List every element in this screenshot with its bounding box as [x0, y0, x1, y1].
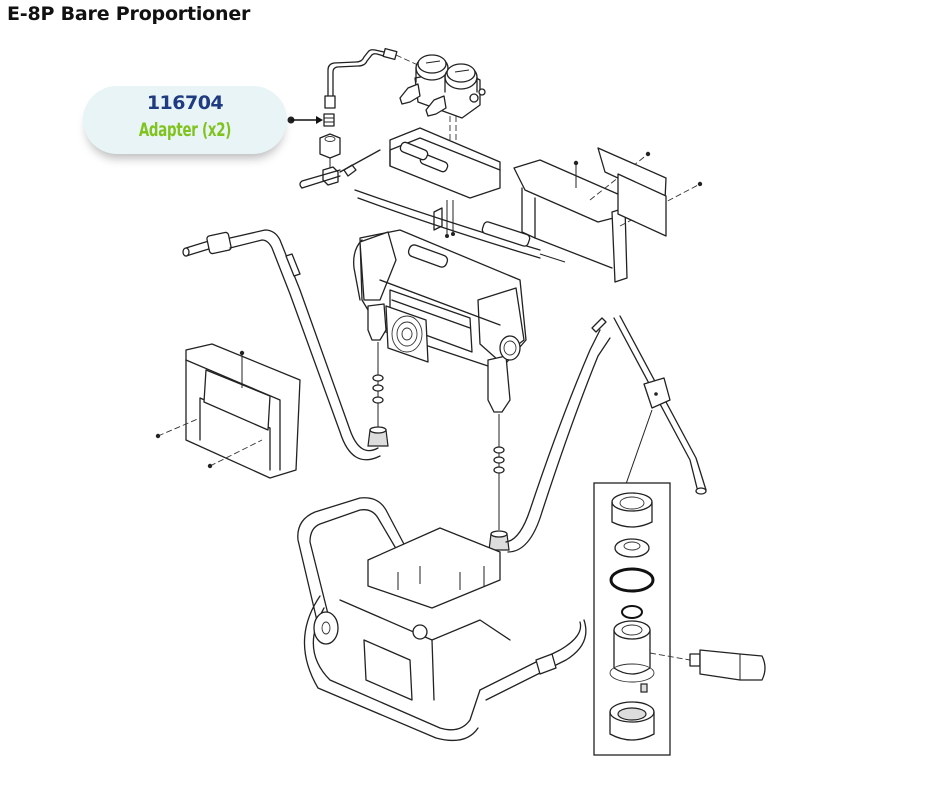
callout-part-number: 116704 — [146, 92, 224, 114]
page-title: E-8P Bare Proportioner — [7, 3, 251, 25]
fitting-block — [319, 133, 357, 186]
rear-shroud — [513, 151, 703, 283]
cover-panel — [597, 147, 667, 237]
control-box — [155, 343, 301, 479]
frame-cart — [297, 497, 587, 742]
cooling-fan — [385, 305, 429, 363]
callout-arrow — [287, 116, 323, 124]
filter-cartridge — [649, 649, 766, 681]
part-callout: 116704 Adapter (x2) — [83, 86, 287, 154]
inlet-hose-right — [505, 317, 611, 553]
o-ring-stack-right — [488, 414, 510, 551]
o-ring-stack-left — [367, 342, 389, 447]
upper-tube — [299, 149, 566, 263]
inlet-tube — [613, 315, 707, 495]
pressure-gauge-manifold — [399, 54, 486, 163]
pump-outlets — [367, 303, 521, 413]
inlet-hose-left — [182, 229, 381, 461]
adapter-part — [323, 113, 335, 127]
gauge-tube — [324, 47, 421, 109]
callout-description: Adapter (x2) — [138, 119, 232, 141]
inlet-detail-inset — [593, 482, 671, 756]
mounting-bracket — [389, 127, 501, 238]
